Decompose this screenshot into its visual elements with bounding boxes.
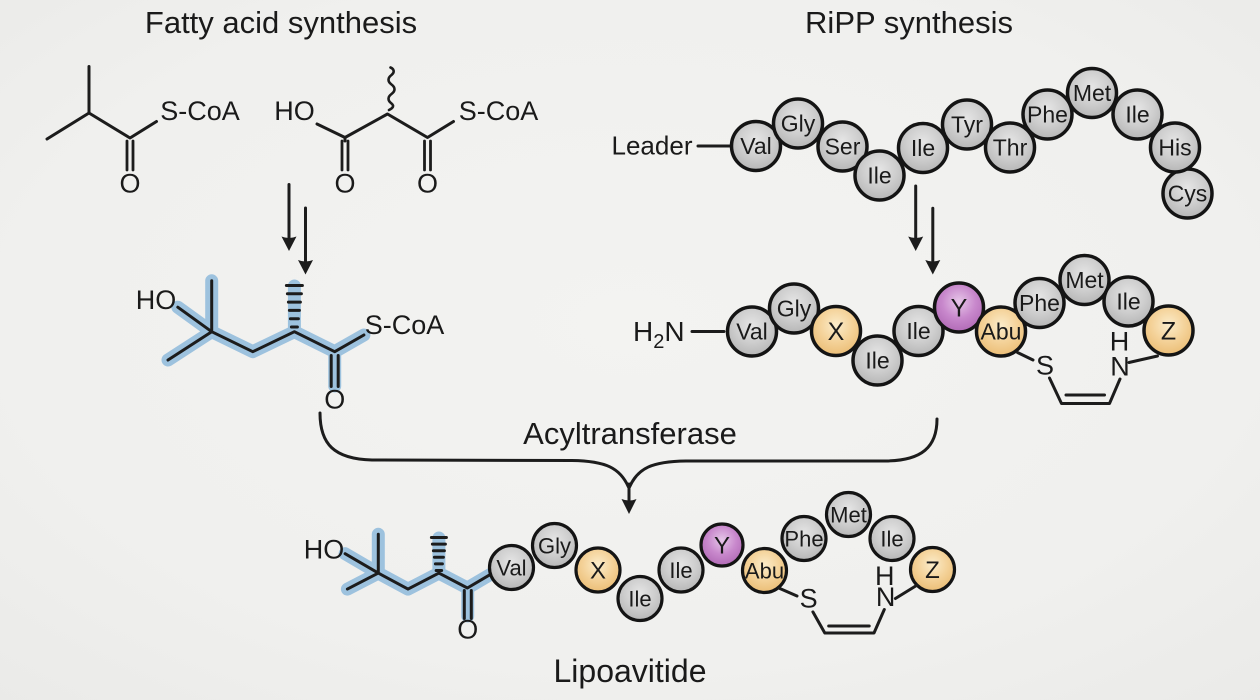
svg-text:Val: Val	[496, 555, 526, 580]
svg-text:Thr: Thr	[993, 135, 1028, 161]
svg-text:HO: HO	[136, 285, 177, 315]
svg-text:Ser: Ser	[825, 134, 861, 160]
svg-text:X: X	[590, 558, 606, 585]
svg-text:Ile: Ile	[880, 526, 903, 551]
svg-text:Cys: Cys	[1168, 181, 1208, 207]
svg-text:H: H	[875, 561, 895, 591]
svg-text:S: S	[1036, 351, 1054, 381]
svg-text:Phe: Phe	[1019, 290, 1060, 316]
svg-text:O: O	[417, 169, 438, 199]
svg-text:HO: HO	[304, 535, 345, 565]
svg-text:S: S	[800, 584, 818, 614]
svg-text:Z: Z	[1161, 317, 1176, 345]
svg-text:N: N	[876, 582, 896, 612]
svg-text:O: O	[457, 615, 478, 645]
svg-text:H: H	[1110, 327, 1130, 357]
svg-text:Phe: Phe	[784, 526, 823, 551]
svg-text:Val: Val	[740, 133, 772, 159]
svg-text:Lipoavitide: Lipoavitide	[554, 653, 707, 689]
svg-text:Acyltransferase: Acyltransferase	[523, 416, 737, 451]
svg-text:Ile: Ile	[911, 135, 935, 161]
svg-text:Z: Z	[925, 557, 940, 584]
svg-text:N: N	[1110, 352, 1130, 382]
svg-text:Ile: Ile	[867, 163, 891, 189]
svg-text:Tyr: Tyr	[951, 112, 983, 138]
svg-text:Abu: Abu	[745, 558, 784, 583]
svg-text:O: O	[324, 385, 345, 415]
svg-text:Gly: Gly	[777, 296, 812, 322]
svg-text:Ile: Ile	[865, 348, 889, 374]
svg-text:Val: Val	[736, 319, 768, 345]
svg-text:O: O	[334, 169, 355, 199]
svg-text:S-CoA: S-CoA	[365, 310, 445, 340]
svg-text:RiPP synthesis: RiPP synthesis	[805, 5, 1013, 40]
svg-text:Ile: Ile	[669, 558, 692, 583]
svg-text:Met: Met	[1073, 80, 1112, 106]
svg-text:S-CoA: S-CoA	[160, 96, 240, 126]
svg-text:HO: HO	[274, 96, 315, 126]
svg-text:Gly: Gly	[781, 111, 816, 137]
svg-text:Y: Y	[714, 533, 730, 560]
svg-text:Ile: Ile	[1125, 102, 1149, 128]
svg-text:Y: Y	[951, 294, 968, 322]
svg-text:Leader: Leader	[612, 131, 693, 161]
svg-text:O: O	[119, 169, 140, 199]
svg-text:S-CoA: S-CoA	[459, 96, 539, 126]
svg-text:Phe: Phe	[1027, 102, 1068, 128]
svg-text:Met: Met	[1065, 267, 1104, 293]
svg-text:Met: Met	[830, 502, 867, 527]
svg-text:Abu: Abu	[981, 319, 1022, 345]
svg-text:Fatty acid synthesis: Fatty acid synthesis	[145, 5, 417, 40]
svg-text:Ile: Ile	[906, 318, 930, 344]
svg-text:X: X	[828, 318, 845, 346]
svg-text:Ile: Ile	[1116, 289, 1140, 315]
svg-text:Gly: Gly	[538, 533, 571, 558]
svg-text:His: His	[1158, 135, 1191, 161]
svg-text:Ile: Ile	[628, 586, 651, 611]
